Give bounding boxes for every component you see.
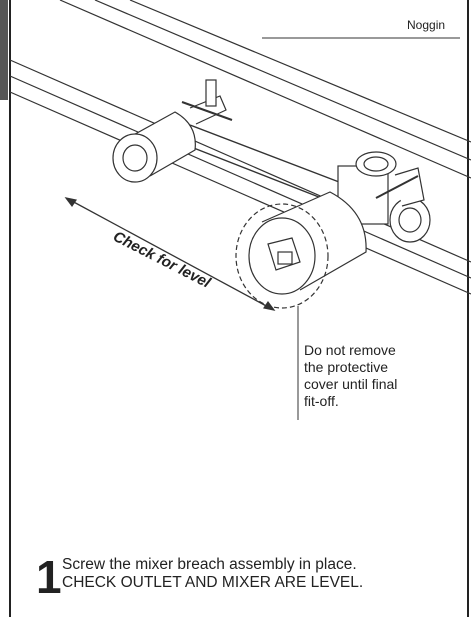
step-number: 1 <box>36 551 62 603</box>
left-outlet <box>112 79 233 183</box>
noggin-label: Noggin <box>407 18 446 32</box>
beam-line <box>59 0 471 179</box>
step-line-1: Screw the mixer breach assembly in place… <box>62 556 357 573</box>
beam-line <box>94 0 471 161</box>
mixer-body <box>235 151 431 309</box>
beam-line <box>129 0 471 143</box>
beam-line <box>9 75 471 279</box>
section-tab <box>0 0 8 100</box>
step-text: Screw the mixer breach assembly in place… <box>62 556 363 592</box>
page-frame <box>9 0 469 617</box>
step-line-2: CHECK OUTLET AND MIXER ARE LEVEL. <box>62 574 364 591</box>
cover-note: Do not remove the protective cover until… <box>304 342 398 409</box>
level-arrow <box>64 197 276 311</box>
beam-line <box>9 91 471 295</box>
